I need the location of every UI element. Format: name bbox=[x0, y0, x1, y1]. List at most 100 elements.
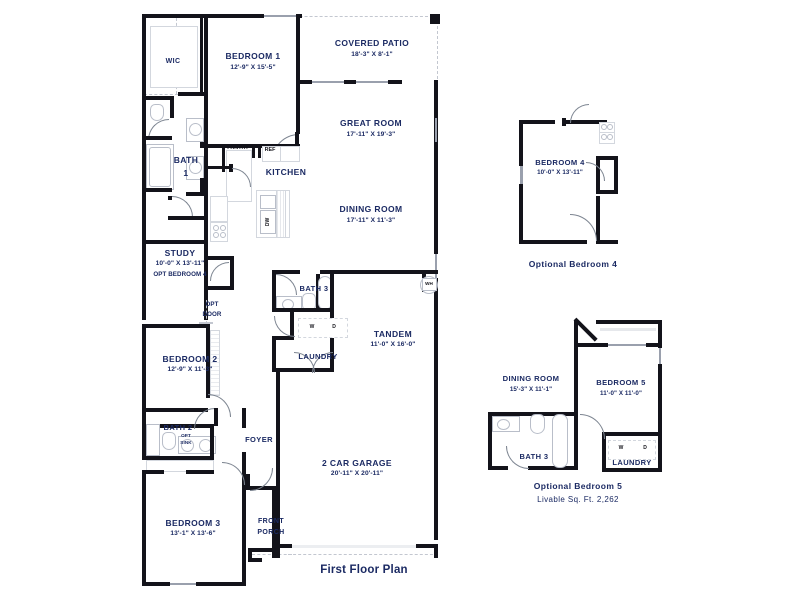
wall-pantry-left bbox=[222, 144, 225, 172]
ob4-wall-top bbox=[519, 120, 555, 124]
wall-closet-study-bottom bbox=[208, 286, 234, 290]
wall-east-b bbox=[434, 168, 438, 254]
label-bath2-sink: SINK bbox=[180, 440, 192, 445]
wall-bath2-top bbox=[142, 424, 214, 428]
ob4-wall-right-c bbox=[596, 196, 600, 242]
label-bedroom5: BEDROOM 5 bbox=[596, 378, 646, 387]
optional-bedroom5-title: Optional Bedroom 5 bbox=[533, 481, 623, 491]
label-bedroom1: BEDROOM 1 bbox=[225, 51, 281, 61]
wall-kitchen-pass bbox=[208, 166, 232, 169]
wall-patio-south-b bbox=[344, 80, 356, 84]
ob4-wall-left-a bbox=[519, 120, 523, 166]
label-study: STUDY bbox=[164, 248, 196, 258]
wall-bedroom2-topjog bbox=[206, 324, 210, 338]
toilet-bath2 bbox=[162, 432, 176, 450]
wall-foyer-r2 bbox=[242, 452, 246, 474]
ob4-closet-bottom bbox=[596, 190, 618, 194]
wic-dash-bottom bbox=[144, 94, 178, 95]
wall-east-a bbox=[434, 140, 438, 168]
wall-bath3-left bbox=[272, 274, 276, 294]
wall-patio-south-a bbox=[300, 80, 312, 84]
wall-porch-right bbox=[272, 486, 276, 558]
wh-box bbox=[422, 278, 437, 291]
ob4-wall-left-b bbox=[519, 184, 523, 244]
sink-bath1-b bbox=[189, 161, 202, 174]
wall-bath1-e bbox=[200, 178, 204, 196]
ob5-wall-bath-left bbox=[488, 412, 492, 470]
label-foyer: FOYER bbox=[245, 435, 273, 444]
label-bath3: BATH 3 bbox=[299, 284, 329, 293]
ob4-wall-bottom-b bbox=[596, 240, 618, 244]
ob4-top-jamb bbox=[562, 118, 566, 126]
ob4-door-swing bbox=[570, 214, 597, 241]
wall-bedroom2-bottom bbox=[142, 408, 208, 412]
wall-bath1-g bbox=[168, 196, 172, 200]
wall-pantry-right bbox=[252, 144, 255, 158]
wall-bath1-f bbox=[186, 192, 204, 196]
wall-bath1-d bbox=[142, 188, 172, 192]
ob5-window-right bbox=[659, 348, 661, 364]
label-laundry: LAUNDRY bbox=[298, 352, 338, 361]
wall-east-d bbox=[434, 346, 438, 468]
ob5-toilet bbox=[530, 414, 545, 434]
wall-great-room-right bbox=[434, 80, 438, 140]
wall-bath2-bottom bbox=[142, 456, 214, 460]
dim-bedroom5: 11'-0" X 11'-0" bbox=[600, 390, 642, 397]
wall-patio-south-c bbox=[388, 80, 402, 84]
patio-slider-1 bbox=[312, 81, 344, 83]
ob5-wall-top bbox=[596, 320, 662, 324]
optional-bedroom4-title: Optional Bedroom 4 bbox=[528, 259, 618, 269]
wall-laundry-b bbox=[272, 336, 294, 340]
label-kitchen: KITCHEN bbox=[265, 167, 307, 177]
label-bedroom4: BEDROOM 4 bbox=[535, 158, 585, 167]
label-bath2: BATH 2 bbox=[163, 423, 193, 432]
burner-4 bbox=[220, 232, 226, 238]
bath3-door-swing bbox=[276, 274, 297, 295]
wall-wic-bottom bbox=[178, 92, 204, 96]
label-front-porch-2: PORCH bbox=[257, 529, 285, 536]
dim-bedroom1: 12'-9" X 15'-5" bbox=[230, 64, 276, 71]
wall-bath1-a bbox=[146, 96, 174, 100]
washer-dryer-pad bbox=[298, 318, 348, 338]
first-floor-plan-title: First Floor Plan bbox=[320, 564, 408, 576]
ob4-closet-top bbox=[596, 156, 618, 160]
opt-door-dash bbox=[206, 300, 207, 324]
dim-covered-patio: 18'-3" X 8'-1" bbox=[351, 51, 393, 58]
wall-porch-step3 bbox=[248, 558, 262, 562]
bath1-door-swing-b bbox=[172, 196, 193, 217]
wall-exterior-top-left bbox=[142, 14, 234, 18]
wall-bath3-top2 bbox=[320, 270, 438, 274]
label-washer: W bbox=[309, 324, 315, 330]
laundry-door-swing bbox=[274, 316, 295, 337]
garage-door-opening bbox=[292, 545, 416, 548]
label-front-porch-1: FRONT bbox=[257, 518, 285, 525]
study-closet-swing bbox=[210, 262, 229, 281]
patio-slider-2 bbox=[356, 81, 388, 83]
wall-ext-left-d bbox=[142, 192, 146, 240]
wall-bedroom2-right bbox=[206, 338, 210, 398]
burner-2 bbox=[220, 225, 226, 231]
wall-kitchen-door-jamb bbox=[229, 164, 233, 172]
ob5-wall-top-b bbox=[576, 343, 608, 347]
label-opt-door-2: DOOR bbox=[202, 311, 222, 318]
window-east-1 bbox=[435, 118, 437, 142]
wall-study-left bbox=[142, 244, 146, 320]
wall-bedroom3-bottom-b bbox=[196, 582, 246, 586]
dim-study: 10'-0" X 13'-11" bbox=[155, 260, 205, 267]
ob5-wall-laundry-left bbox=[602, 432, 606, 472]
dim-dining-room: 17'-11" X 11'-3" bbox=[346, 217, 396, 224]
label-bath2-opt: OPT bbox=[181, 433, 191, 438]
ob4-closet-right bbox=[614, 156, 618, 194]
label-opt-bedroom4: OPT BEDROOM 4 bbox=[153, 271, 207, 278]
dim-great-room: 17'-11" X 19'-3" bbox=[346, 131, 396, 138]
wall-bath1-c bbox=[142, 136, 172, 140]
ob4-burner-2 bbox=[607, 124, 613, 130]
wall-ext-left-e bbox=[142, 328, 146, 410]
wall-ext-left-b bbox=[142, 100, 146, 136]
wall-foyer-right bbox=[242, 408, 246, 428]
ob5-washer-dryer-pad bbox=[608, 440, 656, 460]
wall-garage-jamb-l bbox=[276, 544, 280, 558]
label-garage: 2 CAR GARAGE bbox=[322, 458, 392, 468]
dim-garage: 20'-11" X 20'-11" bbox=[330, 470, 384, 477]
ob4-burner-1 bbox=[601, 124, 607, 130]
